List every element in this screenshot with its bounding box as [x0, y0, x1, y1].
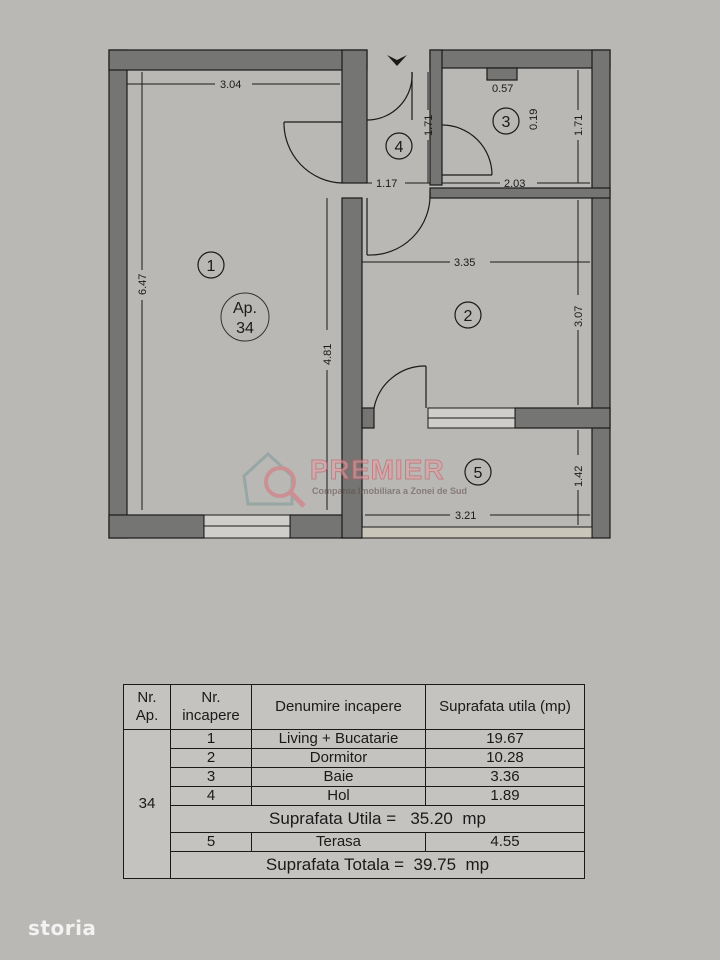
- apartment-label: Ap.: [233, 300, 257, 317]
- area-table: Nr. Ap. Nr. incapere Denumire incapere S…: [123, 684, 585, 879]
- table-row: 34 1 Living + Bucatarie 19.67: [123, 729, 585, 879]
- room-marker-1: 1: [207, 258, 216, 275]
- dim-bath-height: 1.71: [573, 115, 585, 136]
- dim-terrace-height: 1.42: [573, 466, 585, 487]
- useful-area-row: Suprafata Utila = 35.20 mp: [124, 805, 585, 833]
- header-nr-ap: Nr. Ap.: [123, 684, 171, 730]
- watermark: PREMIER Compania Imobiliara a Zonei de S…: [240, 448, 467, 513]
- table-header-row: Nr. Ap. Nr. incapere Denumire incapere S…: [123, 684, 585, 730]
- cell-nr: 4: [170, 786, 252, 806]
- dim-hall-width: 1.17: [376, 178, 397, 190]
- cell-area: 4.55: [425, 832, 585, 852]
- cell-name: Terasa: [251, 832, 426, 852]
- cell-nr: 2: [170, 748, 252, 768]
- cell-nr: 3: [170, 767, 252, 787]
- cell-area: 1.89: [425, 786, 585, 806]
- entrance-arrow-icon: [387, 55, 407, 66]
- dim-terrace-width: 3.21: [455, 510, 476, 522]
- dim-room1-width: 3.04: [220, 79, 241, 91]
- cell-name: Baie: [251, 767, 426, 787]
- dim-niche-width: 0.57: [492, 83, 513, 95]
- cell-nr: 1: [170, 729, 252, 749]
- useful-area-cell: Suprafata Utila = 35.20 mp: [170, 805, 585, 833]
- dim-bedroom-width: 3.35: [454, 257, 475, 269]
- table-row: 2 Dormitor 10.28: [124, 748, 585, 768]
- header-suprafata: Suprafata utila (mp): [425, 684, 585, 730]
- storia-logo: storia: [28, 916, 97, 940]
- total-area-label: Suprafata Totala =: [265, 855, 405, 874]
- total-area-unit: mp: [465, 855, 490, 874]
- total-area-cell: Suprafata Totala = 39.75 mp: [170, 851, 585, 879]
- total-area-row: Suprafata Totala = 39.75 mp: [124, 851, 585, 879]
- dim-hall-height: 1.71: [423, 115, 435, 136]
- room-marker-5: 5: [474, 465, 483, 482]
- floor-plan: 3.04 6.47 4.81 1.17 1.71 2.03 1.71 0.57 …: [108, 49, 611, 539]
- cell-area: 10.28: [425, 748, 585, 768]
- header-nr-incapere: Nr. incapere: [170, 684, 252, 730]
- table-row: 3 Baie 3.36: [124, 767, 585, 787]
- dim-room1-height: 6.47: [137, 274, 149, 295]
- cell-name: Living + Bucatarie: [251, 729, 426, 749]
- watermark-brand: PREMIER: [310, 454, 445, 486]
- room-marker-4: 4: [395, 139, 404, 156]
- table-row: 4 Hol 1.89: [124, 786, 585, 806]
- watermark-tagline: Compania Imobiliara a Zonei de Sud: [312, 486, 468, 496]
- cell-nr: 5: [170, 832, 252, 852]
- room-marker-2: 2: [464, 308, 473, 325]
- house-magnifier-icon: [242, 451, 306, 508]
- total-area-value: 39.75: [413, 855, 457, 874]
- cell-area: 19.67: [425, 729, 585, 749]
- dim-niche-depth: 0.19: [528, 109, 540, 130]
- cell-name: Hol: [251, 786, 426, 806]
- useful-area-value: 35.20: [410, 809, 453, 828]
- cell-name: Dormitor: [251, 748, 426, 768]
- cell-area: 3.36: [425, 767, 585, 787]
- dim-bedroom-height: 3.07: [573, 306, 585, 327]
- table-row: 5 Terasa 4.55: [124, 832, 585, 852]
- useful-area-unit: mp: [462, 809, 486, 828]
- room-marker-3: 3: [502, 114, 511, 131]
- useful-area-label: Suprafata Utila =: [269, 809, 397, 828]
- apartment-cell: 34: [123, 729, 171, 879]
- header-denumire: Denumire incapere: [251, 684, 426, 730]
- dim-room1-inner-height: 4.81: [322, 344, 334, 365]
- dim-bath-width: 2.03: [504, 178, 525, 190]
- apartment-number: 34: [236, 320, 254, 337]
